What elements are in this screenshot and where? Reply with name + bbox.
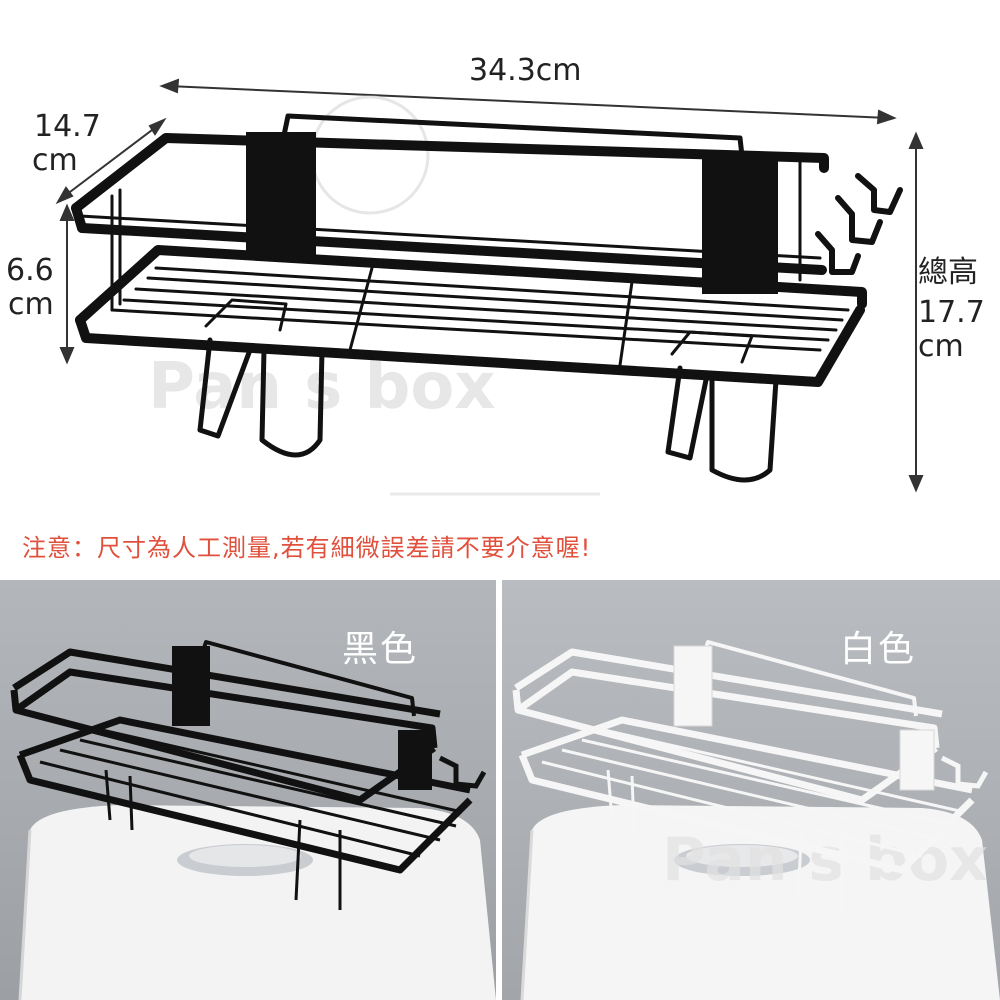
inner-height-value: 6.6 <box>6 253 54 288</box>
white-rack <box>512 640 975 910</box>
arrow-icon <box>159 78 180 94</box>
hook-icon <box>940 755 989 789</box>
black-rack <box>10 640 473 910</box>
total-height-value: 17.7 <box>918 295 985 330</box>
hook-icon <box>438 755 487 789</box>
depth-value: 14.7 <box>34 109 101 144</box>
measurement-note: 注意：尺寸為人工測量,若有細微誤差請不要介意喔! <box>22 534 592 562</box>
width-dimension-line <box>167 85 889 119</box>
variant-label-black: 黑色 <box>342 629 419 670</box>
total-height-unit: cm <box>918 329 964 364</box>
arrow-icon <box>59 203 75 221</box>
white-variant-photo: Pan s box 白色 <box>502 580 1000 1000</box>
mount-bracket <box>398 730 432 790</box>
depth-unit: cm <box>32 143 78 178</box>
inner-height-unit: cm <box>8 287 54 322</box>
toilet-tank <box>20 805 496 1000</box>
dimension-lines <box>55 78 924 493</box>
rack-black-outline <box>71 113 903 483</box>
arrow-icon <box>59 347 75 365</box>
seal-watermark-icon <box>310 95 430 215</box>
arrow-icon <box>908 131 924 149</box>
dimension-diagram: Pan s box <box>6 53 985 562</box>
width-label: 34.3cm <box>469 53 582 88</box>
black-rack-scene <box>10 640 496 1000</box>
depth-dimension-line <box>61 123 161 199</box>
arrow-icon <box>55 186 74 205</box>
white-rack-scene: Pan s box <box>512 640 1000 1000</box>
mount-bracket <box>899 729 935 791</box>
arrow-icon <box>876 109 897 125</box>
mount-bracket <box>673 645 713 727</box>
variant-label-white: 白色 <box>840 629 917 670</box>
arrow-icon <box>908 475 924 493</box>
black-variant-photo: 黑色 <box>0 580 496 1000</box>
mount-bracket <box>172 646 210 726</box>
rack-line-drawing: Pan s box <box>55 78 924 496</box>
total-height-label: 總高 <box>918 255 978 290</box>
toilet-tank <box>522 805 1000 1000</box>
arrow-icon <box>148 117 167 136</box>
panel-divider <box>496 580 502 1000</box>
